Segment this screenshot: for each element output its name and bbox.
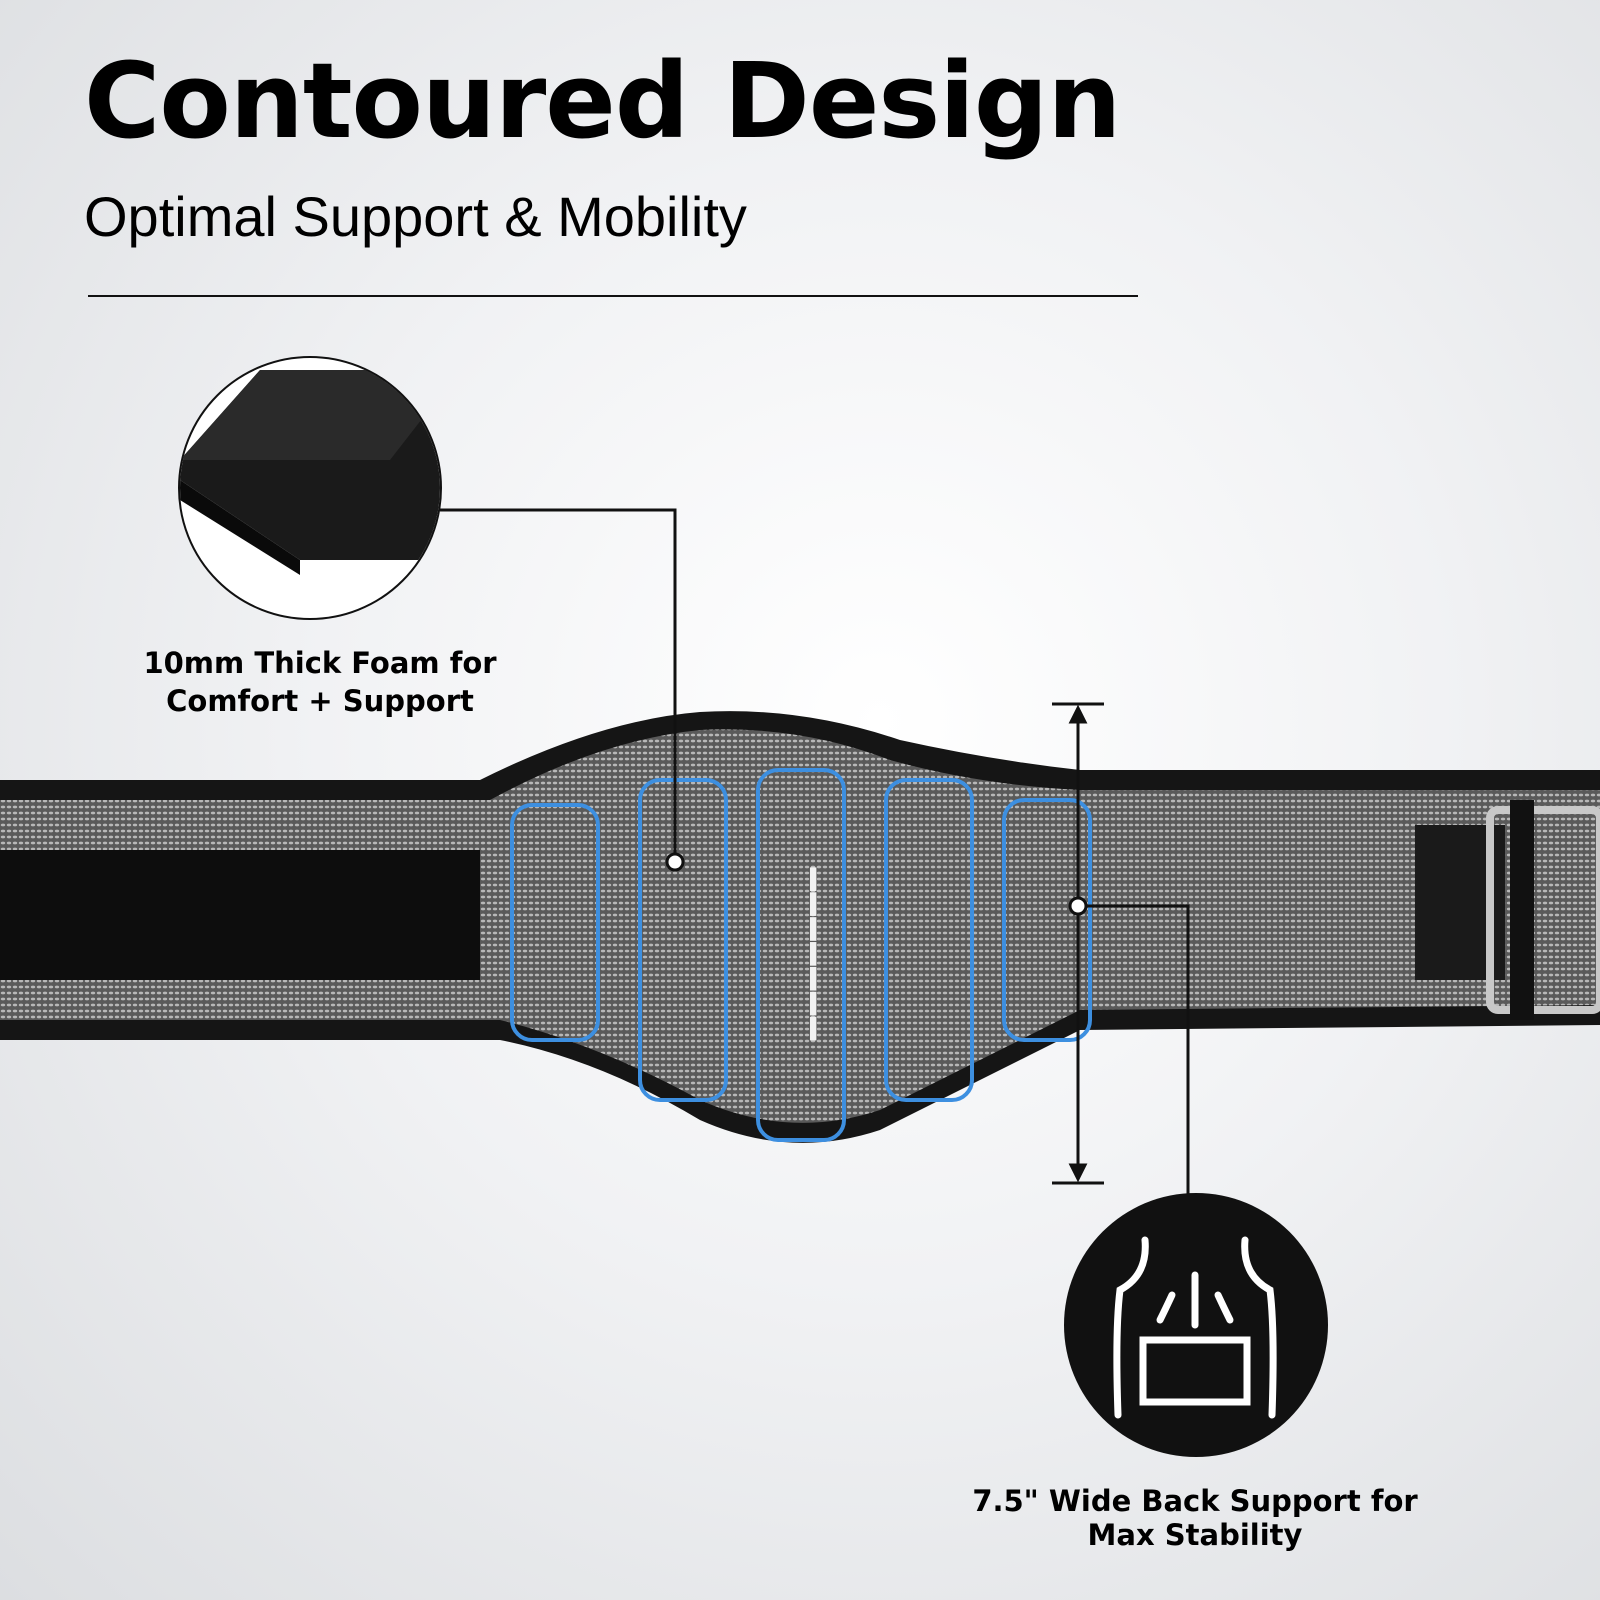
back-support-icon	[1064, 1193, 1328, 1457]
back-support-caption: 7.5" Wide Back Support for Max Stability	[930, 1484, 1460, 1552]
callout-line-back	[1078, 904, 1190, 1195]
foam-caption-line2: Comfort + Support	[166, 684, 474, 718]
foam-caption: 10mm Thick Foam for Comfort + Support	[120, 644, 520, 720]
page-subtitle: Optimal Support & Mobility	[84, 185, 747, 248]
foam-block-icon	[178, 356, 442, 620]
back-caption-line1: 7.5" Wide Back Support for	[972, 1484, 1418, 1518]
belt-image: ━━━━━━━	[0, 711, 1600, 1143]
svg-text:━━━━━━━: ━━━━━━━	[791, 867, 835, 1042]
width-dimension-marker	[1052, 702, 1104, 1185]
callout-line-foam	[440, 508, 677, 862]
divider	[88, 295, 1138, 297]
page-title: Contoured Design	[84, 40, 1121, 162]
back-caption-line2: Max Stability	[1087, 1518, 1303, 1552]
foam-caption-line1: 10mm Thick Foam for	[143, 646, 497, 680]
